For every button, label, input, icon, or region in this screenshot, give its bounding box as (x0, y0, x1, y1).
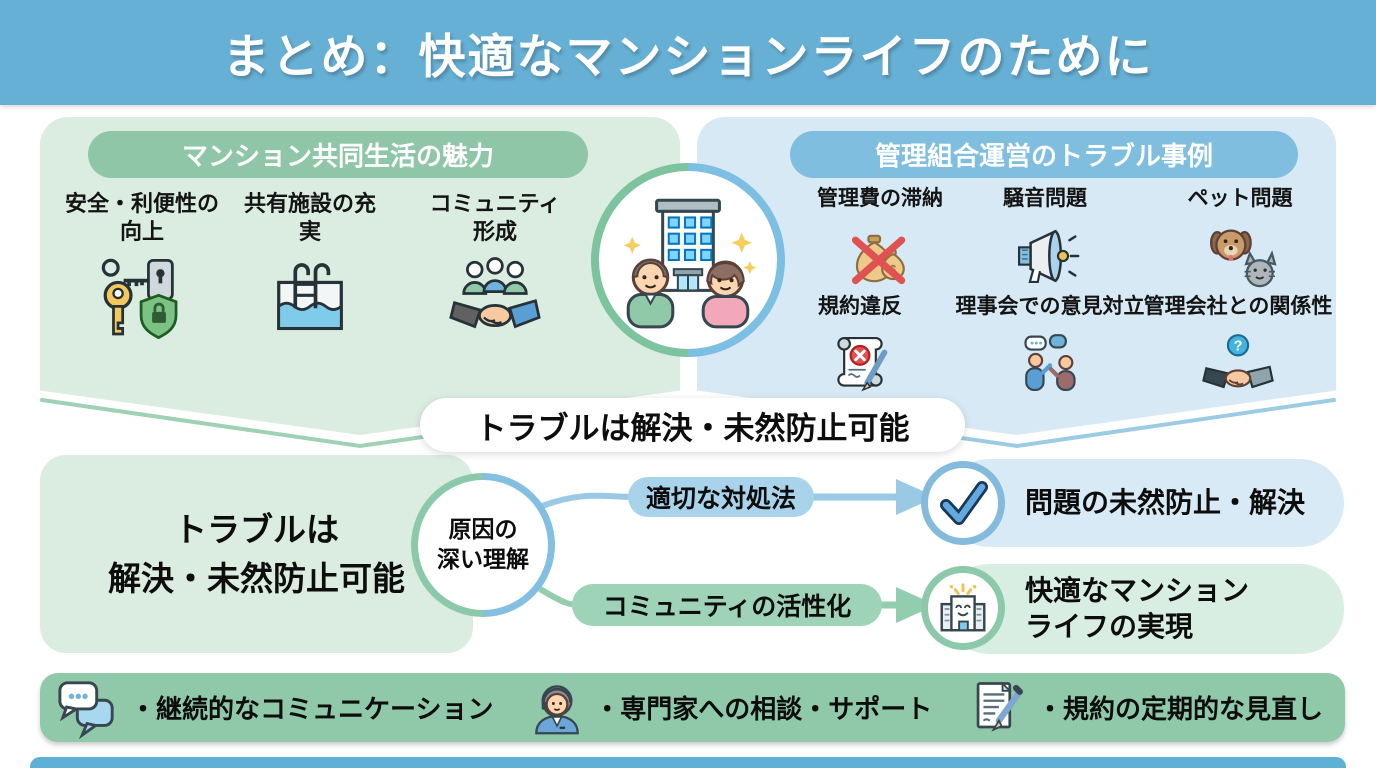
solution-statement: トラブルは 解決・未然防止可能 (40, 455, 473, 653)
footer-item-expert-support: ・専門家への相談・サポート (530, 680, 932, 736)
middle-banner: トラブルは解決・未然防止可能 (420, 398, 965, 452)
pool-icon (277, 263, 343, 331)
footer-item-label: ・専門家への相談・サポート (594, 694, 933, 724)
left-item-facilities: 共有施設の充 実 (230, 190, 390, 345)
checkmark-icon (940, 481, 988, 525)
trouble-item-manager-relation: 管理会社との関係性 ? (1140, 294, 1336, 400)
handshake-question-icon: ? (1202, 334, 1274, 389)
next-slide-header-sliver (30, 757, 1346, 768)
cause-circle-label: 原因の 深い理解 (418, 480, 548, 610)
trouble-item-label: ペット問題 (1187, 187, 1293, 210)
footer-item-label: ・規約の定期的な見直し (1036, 694, 1323, 724)
left-item-safety: 安全・利便性の 向上 (52, 190, 232, 345)
trouble-item-noise: 騒音問題 (950, 186, 1140, 292)
header-band: まとめ：快適なマンションライフのために (0, 0, 1376, 105)
left-item-community: コミュニティ 形成 (410, 190, 580, 345)
dog-cat-icon (1209, 229, 1277, 288)
right-panel-title: 管理組合運営のトラブル事例 (790, 131, 1298, 178)
megaphone-icon (1017, 229, 1080, 284)
cause-circle: 原因の 深い理解 (411, 473, 555, 617)
center-circle (591, 163, 785, 357)
path-label-countermeasure: 適切な対処法 (628, 477, 814, 517)
money-bag-x-icon: $ (851, 235, 906, 285)
footer-bar: ・継続的なコミュニケーション ・専門家への相談・サポート (40, 673, 1345, 742)
trouble-item-label: 騒音問題 (1003, 187, 1087, 210)
left-item-label: 安全・利便性の 向上 (64, 191, 219, 244)
trouble-item-board-conflict: 理事会での意見対立 (950, 294, 1150, 400)
footer-item-rule-review: ・規約の定期的な見直し (969, 679, 1323, 737)
path-label-community: コミュニティの活性化 (572, 584, 882, 626)
key-shield-icon (101, 258, 178, 340)
footer-item-communication: ・継続的なコミュニケーション (54, 677, 493, 739)
trouble-item-label: 管理費の滞納 (817, 187, 943, 210)
trouble-item-label: 管理会社との関係性 (1143, 295, 1333, 318)
result-circle-building (921, 566, 1005, 650)
community-handshake-icon (449, 257, 541, 329)
trouble-item-pets: ペット問題 (1145, 186, 1335, 296)
result-circle-check (921, 461, 1005, 545)
building-couple-icon (623, 198, 757, 329)
chat-bubbles-icon (58, 680, 114, 739)
page-title: まとめ：快適なマンションライフのために (222, 30, 1154, 83)
argument-icon (1024, 334, 1076, 392)
happy-building-icon (940, 583, 986, 632)
result-box-prevention: 問題の未然防止・解決 (945, 459, 1344, 547)
trouble-item-label: 理事会での意見対立 (955, 295, 1145, 318)
trouble-item-label: 規約違反 (818, 295, 902, 318)
left-item-label: 共有施設の充 実 (243, 191, 376, 244)
trouble-item-violation: 規約違反 (770, 294, 950, 400)
support-agent-icon (535, 684, 580, 734)
footer-item-label: ・継続的なコミュニケーション (130, 694, 494, 724)
result-box-comfortable-life: 快適なマンション ライフの実現 (945, 564, 1344, 654)
document-pen-icon (976, 680, 1023, 732)
center-circle-inner (599, 171, 777, 349)
question-glyph: ? (1234, 339, 1243, 355)
left-item-label: コミュニティ 形成 (429, 191, 561, 244)
rule-violation-icon (837, 337, 888, 392)
left-panel-title: マンション共同生活の魅力 (88, 131, 588, 178)
trouble-item-fees: 管理費の滞納 $ (790, 186, 970, 292)
